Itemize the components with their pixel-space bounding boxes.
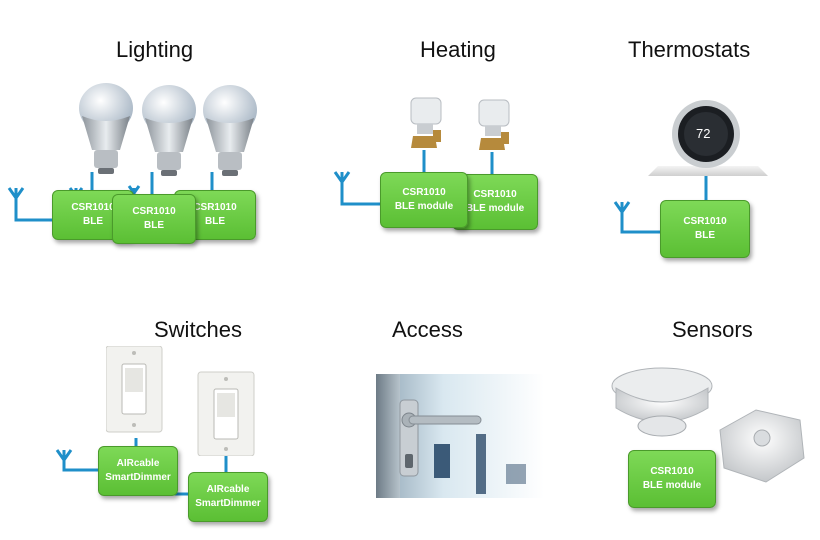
module-line2: SmartDimmer [105, 472, 171, 483]
switch-module-2: AIRcable SmartDimmer [188, 472, 268, 522]
module-line1: CSR1010 [650, 466, 694, 477]
module-line1: AIRcable [206, 484, 250, 495]
switch-plate-1 [106, 346, 163, 433]
lighting-title: Lighting [116, 37, 194, 62]
smoke-detector-2 [719, 409, 805, 483]
valve-2 [478, 99, 510, 150]
switch-plate-2 [197, 371, 255, 456]
switches-title: Switches [154, 317, 243, 342]
thermostat-illustration [648, 100, 768, 176]
module-line2: BLE [83, 216, 103, 227]
thermostat-module: CSR1010 BLE [660, 200, 750, 258]
door-handle-illustration [376, 374, 544, 498]
module-line1: CSR1010 [402, 187, 446, 198]
module-line2: BLE module [465, 203, 525, 214]
module-line2: BLE [205, 216, 225, 227]
bulb-2 [142, 85, 196, 176]
sensors-title: Sensors [672, 317, 753, 342]
heating-title: Heating [420, 37, 496, 62]
module-line2: BLE module [394, 201, 454, 212]
sensor-module: CSR1010 BLE module [628, 450, 716, 508]
module-line2: BLE [144, 220, 164, 231]
module-line2: SmartDimmer [195, 498, 261, 509]
module-line1: CSR1010 [132, 206, 176, 217]
module-line1: CSR1010 [193, 202, 237, 213]
bulb-1 [79, 83, 133, 174]
switch-module-1: AIRcable SmartDimmer [98, 446, 178, 496]
access-title: Access [392, 317, 463, 342]
module-line1: CSR1010 [71, 202, 115, 213]
module-line1: CSR1010 [473, 189, 517, 200]
module-line2: BLE [695, 230, 715, 241]
valve-1 [410, 97, 442, 148]
heating-module-1: CSR1010 BLE module [380, 172, 468, 228]
light-bulbs-illustration [79, 83, 257, 176]
wall-switches-illustration [106, 346, 255, 456]
smoke-detector-1 [611, 367, 713, 437]
module-line2: BLE module [642, 480, 702, 491]
lighting-module-2: CSR1010 BLE [112, 194, 196, 244]
bulb-3 [203, 85, 257, 176]
thermostat-temperature: 72 [696, 126, 711, 141]
smoke-detectors-illustration [611, 367, 805, 483]
thermostats-title: Thermostats [628, 37, 751, 62]
module-line1: AIRcable [116, 458, 160, 469]
heating-valves-illustration [410, 97, 510, 150]
module-line1: CSR1010 [683, 216, 727, 227]
